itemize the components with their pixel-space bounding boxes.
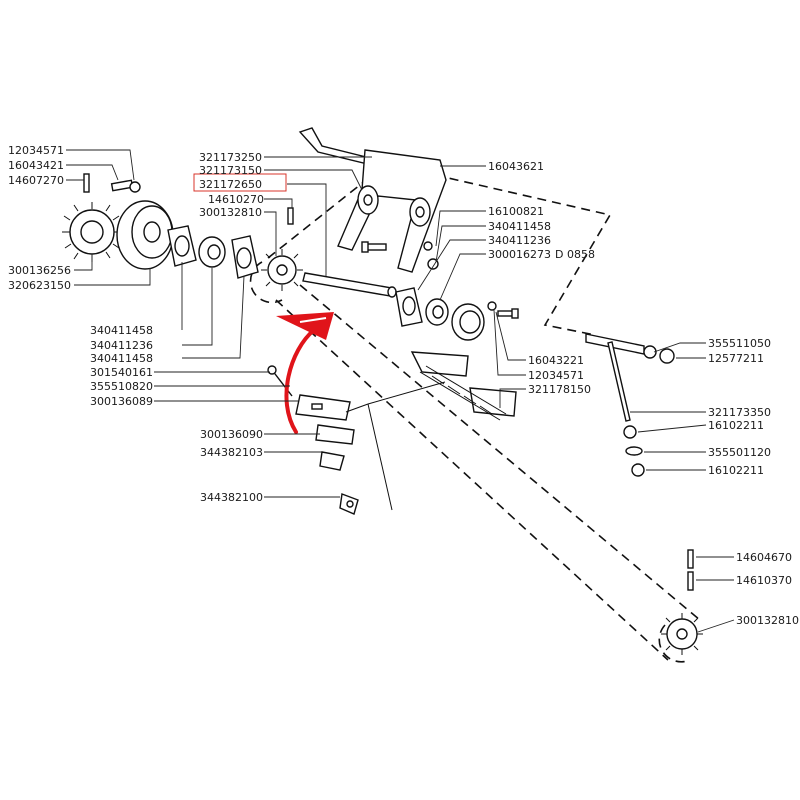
- part-label-340411458-b: 340411458: [90, 352, 153, 365]
- part-label-12034571-top: 12034571: [8, 144, 64, 157]
- rod-washer: [643, 345, 657, 359]
- flange-plate-right: [395, 287, 423, 327]
- roll-pin-bottom-b: [687, 571, 694, 591]
- roll-pin-top: [287, 207, 294, 225]
- part-label-340411458-a: 340411458: [90, 324, 153, 337]
- part-label-14610370: 14610370: [736, 574, 792, 587]
- part-label-16043421: 16043421: [8, 159, 64, 172]
- bearing-right: [425, 298, 449, 326]
- flange-plate-left: [167, 225, 197, 267]
- part-label-16102211-a: 16102211: [708, 419, 764, 432]
- part-label-16102211-b: 16102211: [708, 464, 764, 477]
- part-label-321178150: 321178150: [528, 383, 591, 396]
- mounting-bracket: [337, 149, 447, 273]
- part-label-300136256: 300136256: [8, 264, 71, 277]
- tension-rod: [585, 333, 645, 422]
- chain-pointer: [345, 381, 446, 511]
- tensioner-block-lower: [469, 387, 517, 417]
- rod-nut: [659, 348, 675, 364]
- part-label-355511050: 355511050: [708, 337, 771, 350]
- chain-links-segment: [419, 365, 507, 421]
- nut-lower-a: [623, 425, 637, 439]
- bearing-cover: [451, 303, 485, 341]
- part-label-14607270: 14607270: [8, 174, 64, 187]
- drawing-code: D 0858: [555, 248, 595, 261]
- part-labels: 12034571 16043421 14607270 300136256 320…: [8, 144, 799, 627]
- part-label-14604670: 14604670: [736, 551, 792, 564]
- bearing-left: [198, 236, 226, 268]
- part-label-321173250: 321173250: [199, 151, 262, 164]
- part-label-344382103: 344382103: [200, 446, 263, 459]
- flange-plate-mid: [231, 235, 259, 279]
- clip-344382103: [319, 451, 345, 471]
- part-label-340411236-left: 340411236: [90, 339, 153, 352]
- highlight-box: [193, 173, 287, 192]
- small-bolt-top-left: [83, 173, 141, 193]
- washer-lower: [625, 446, 643, 456]
- part-label-300016273: 300016273: [488, 248, 551, 261]
- bolt-right: [497, 308, 519, 319]
- part-label-344382100: 344382100: [200, 491, 263, 504]
- nut-lower-b: [631, 463, 645, 477]
- part-label-355501120: 355501120: [708, 446, 771, 459]
- part-label-12034571-mid: 12034571: [528, 369, 584, 382]
- bracket-bolt: [361, 241, 387, 253]
- highlight-arrowhead-inner: [299, 317, 327, 323]
- drive-shaft: [302, 272, 397, 298]
- part-label-321173150: 321173150: [199, 164, 262, 177]
- part-label-355510820: 355510820: [90, 380, 153, 393]
- bracket-300136090: [315, 424, 355, 445]
- part-label-300136090: 300136090: [200, 428, 263, 441]
- part-label-340411458-right: 340411458: [488, 220, 551, 233]
- circlip: [487, 301, 497, 311]
- roll-pin-bottom-a: [687, 549, 694, 569]
- sprocket-top: [261, 249, 303, 291]
- part-label-301540161: 301540161: [90, 366, 153, 379]
- part-label-300132810-top: 300132810: [199, 206, 262, 219]
- drive-sprocket: [62, 202, 121, 262]
- part-label-300136089: 300136089: [90, 395, 153, 408]
- part-label-321172650: 321172650: [199, 178, 262, 191]
- part-label-14610270: 14610270: [208, 193, 264, 206]
- small-nut-bracket: [427, 258, 439, 270]
- part-label-340411236-right: 340411236: [488, 234, 551, 247]
- highlight-arrow: [284, 328, 316, 434]
- part-label-16043621: 16043621: [488, 160, 544, 173]
- part-label-300132810-bottom: 300132810: [736, 614, 799, 627]
- part-label-12577211: 12577211: [708, 352, 764, 365]
- washer-bracket: [423, 241, 433, 251]
- latch-plate: [295, 394, 351, 421]
- part-label-16043221: 16043221: [528, 354, 584, 367]
- clip-344382100: [339, 493, 359, 515]
- part-label-16100821: 16100821: [488, 205, 544, 218]
- part-label-321173350: 321173350: [708, 406, 771, 419]
- sprocket-bottom: [661, 613, 703, 655]
- highlight-arrowhead: [276, 312, 334, 340]
- hub-disc: [116, 200, 174, 270]
- tensioner-block-upper: [410, 351, 469, 377]
- part-label-320623150: 320623150: [8, 279, 71, 292]
- leader-lines: [66, 149, 735, 633]
